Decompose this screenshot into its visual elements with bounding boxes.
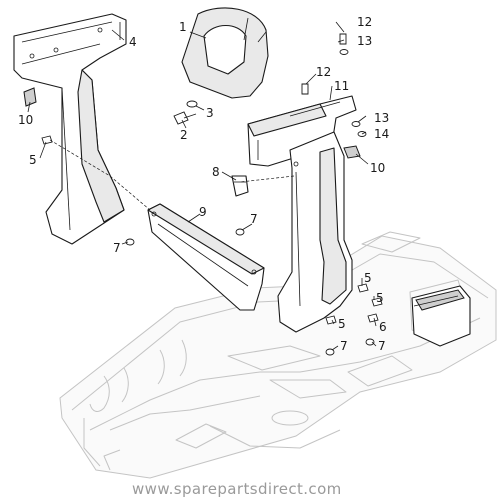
callout-13-top: 13 (357, 34, 372, 48)
callout-3: 3 (206, 106, 214, 120)
callout-7-lower-mid: 7 (340, 339, 348, 353)
callout-11: 11 (334, 79, 349, 93)
part-3-washer (186, 100, 198, 108)
part-10-clip-left (23, 87, 37, 107)
callout-2: 2 (180, 128, 188, 142)
callout-10-left: 10 (18, 113, 33, 127)
part-4-left-panel (13, 13, 127, 245)
callout-5-middle: 5 (376, 291, 384, 305)
callout-13-mid: 13 (374, 111, 389, 125)
part-8-clip (231, 175, 249, 197)
callout-1: 1 (179, 20, 187, 34)
leader-lines (27, 21, 377, 351)
callout-5-upper: 5 (364, 271, 372, 285)
part-11-right-bracket (247, 95, 357, 167)
callout-labels: 1 2 3 4 5 5 5 5 6 7 7 7 7 8 9 10 10 11 1… (18, 15, 389, 353)
storage-box (411, 285, 471, 347)
callout-12-top: 12 (357, 15, 372, 29)
chassis-outline (59, 231, 497, 479)
part-1-shroud (181, 7, 269, 99)
part-2-bolt (173, 111, 197, 125)
part-10-clip-right (343, 145, 361, 159)
callout-10-right: 10 (370, 161, 385, 175)
callout-5-lower: 5 (338, 317, 346, 331)
callout-5-left: 5 (29, 153, 37, 167)
callout-14: 14 (374, 127, 389, 141)
callout-12-mid: 12 (316, 65, 331, 79)
callout-4: 4 (129, 35, 137, 49)
callout-7-lower-right: 7 (378, 339, 386, 353)
callout-7-brace: 7 (250, 212, 258, 226)
callout-9: 9 (199, 205, 207, 219)
right-side-panel (277, 131, 353, 333)
watermark: www.sparepartsdirect.com (132, 480, 342, 498)
callout-7-left: 7 (113, 241, 121, 255)
callout-8: 8 (212, 165, 220, 179)
callout-6: 6 (379, 320, 387, 334)
part-9-cross-brace (147, 203, 265, 311)
